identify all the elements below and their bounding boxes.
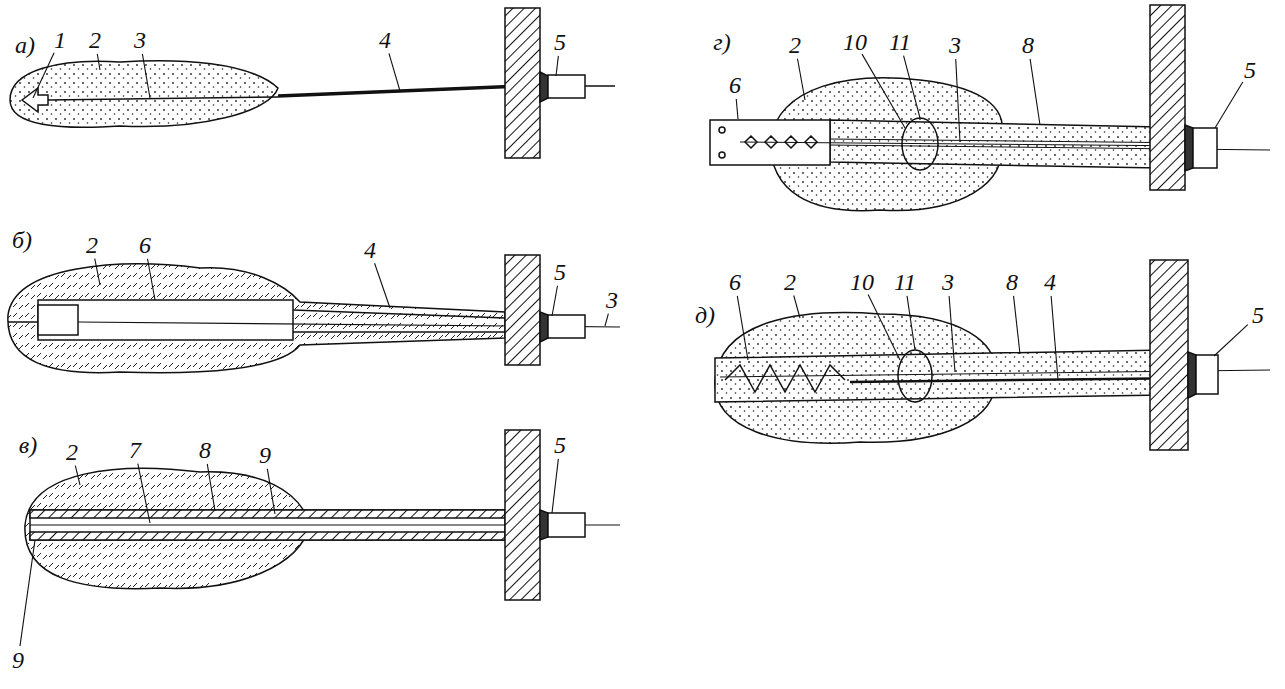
leader-lines bbox=[20, 53, 1248, 646]
leader-line bbox=[148, 259, 155, 300]
panel-letter: д) bbox=[694, 303, 716, 327]
callout-number: 2 bbox=[65, 440, 79, 464]
leader-line bbox=[1214, 325, 1248, 356]
leader-line bbox=[1215, 82, 1243, 128]
leader-line bbox=[949, 296, 955, 372]
panel-letter: в) bbox=[18, 433, 38, 457]
leader-line bbox=[33, 53, 54, 98]
callout-number: 5 bbox=[553, 260, 567, 284]
callout-number: 2 bbox=[783, 270, 797, 294]
leader-line bbox=[794, 295, 800, 318]
leader-line bbox=[389, 53, 400, 91]
callout-number: 1 bbox=[53, 28, 67, 52]
leader-line bbox=[375, 263, 390, 308]
anchor-v bbox=[25, 430, 620, 600]
leader-line bbox=[97, 54, 100, 70]
leader-line bbox=[1014, 296, 1020, 354]
callout-number: 8 bbox=[1021, 33, 1035, 57]
callout-number: 2 bbox=[788, 33, 802, 57]
callout-number: 5 bbox=[1251, 303, 1265, 327]
leader-line bbox=[907, 296, 915, 350]
callout-number: 11 bbox=[893, 270, 917, 294]
leader-line bbox=[267, 469, 275, 514]
callout-number: 6 bbox=[138, 233, 152, 257]
callout-number: 2 bbox=[88, 28, 102, 52]
callout-number: 7 bbox=[128, 438, 142, 462]
callout-number: 3 bbox=[605, 288, 619, 312]
panel-letter: б) bbox=[11, 228, 33, 252]
leader-line bbox=[142, 54, 150, 98]
panel-letter: а) bbox=[14, 33, 36, 57]
callout-number: 4 bbox=[1043, 270, 1057, 294]
callout-number: 6 bbox=[728, 73, 742, 97]
callout-number: 3 bbox=[941, 270, 955, 294]
leader-line bbox=[552, 286, 557, 316]
callout-number: 8 bbox=[1005, 270, 1019, 294]
callout-number: 5 bbox=[553, 30, 567, 54]
callout-number: 11 bbox=[888, 30, 912, 54]
callout-number: 10 bbox=[849, 270, 875, 294]
leader-line bbox=[862, 54, 905, 128]
anchor-d bbox=[715, 260, 1270, 450]
leader-line bbox=[1030, 59, 1040, 125]
callout-number: 9 bbox=[258, 443, 272, 467]
leader-line bbox=[20, 540, 35, 646]
leader-line bbox=[868, 295, 900, 360]
leader-line bbox=[552, 459, 558, 513]
anchor-b bbox=[8, 255, 620, 373]
leader-line bbox=[75, 466, 80, 485]
leader-line bbox=[1051, 296, 1058, 380]
leader-line bbox=[798, 59, 805, 100]
callout-number: 10 bbox=[842, 30, 868, 54]
leader-line bbox=[207, 464, 215, 511]
leader-line bbox=[556, 56, 558, 76]
callout-number: 5 bbox=[553, 433, 567, 457]
leader-line bbox=[904, 56, 920, 118]
anchor-g bbox=[710, 5, 1270, 211]
leader-line bbox=[95, 259, 100, 285]
callout-number: 2 bbox=[85, 233, 99, 257]
callout-number: 3 bbox=[133, 28, 147, 52]
callout-number: 9 bbox=[11, 648, 25, 672]
panel-letter: г) bbox=[712, 30, 731, 54]
callout-number: 5 bbox=[1243, 58, 1257, 82]
callout-number: 6 bbox=[728, 270, 742, 294]
callout-number: 4 bbox=[378, 28, 392, 52]
leader-line bbox=[737, 296, 748, 360]
leader-line bbox=[736, 99, 738, 119]
anchor-a bbox=[10, 8, 615, 158]
callout-number: 4 bbox=[363, 238, 377, 262]
callout-number: 3 bbox=[948, 33, 962, 57]
leader-line bbox=[956, 59, 960, 142]
leader-line bbox=[605, 314, 608, 326]
callout-number: 8 bbox=[198, 438, 212, 462]
leader-line bbox=[138, 464, 150, 523]
